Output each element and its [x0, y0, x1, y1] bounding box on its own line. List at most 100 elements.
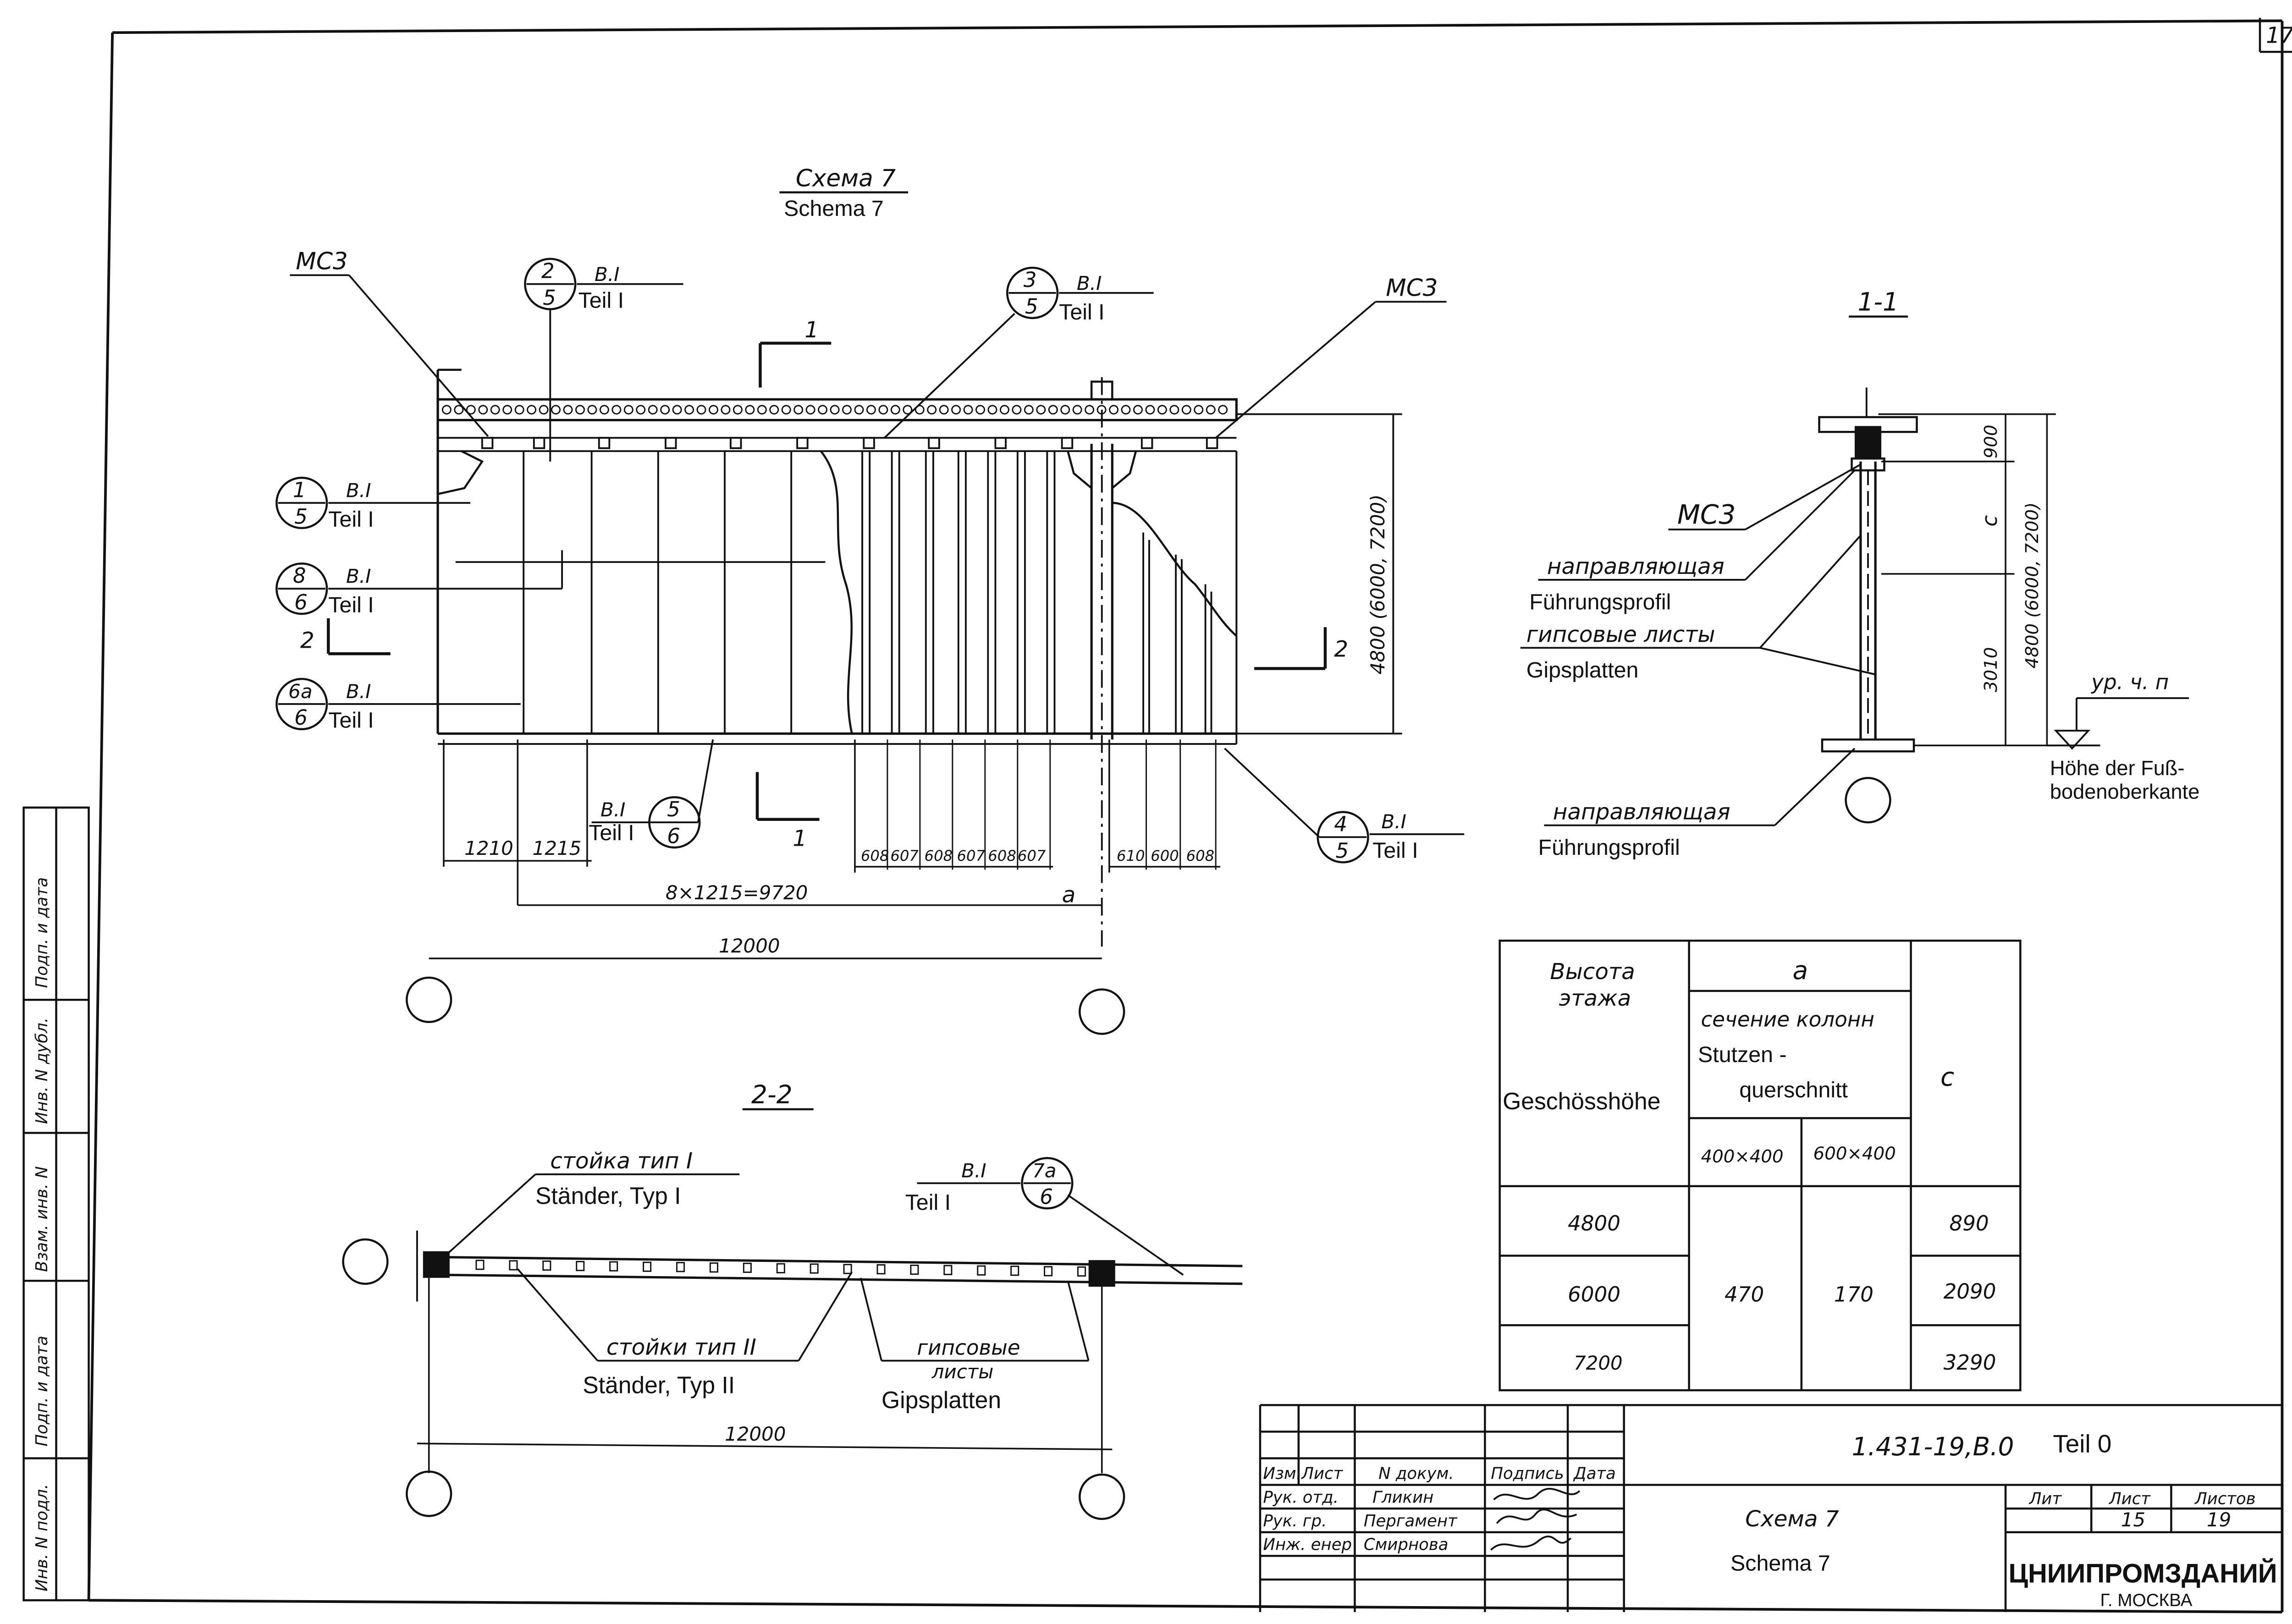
table-row-1-h: 4800	[1568, 1211, 1620, 1236]
dim-900: 900	[1981, 424, 2001, 458]
section-1-1-title: 1-1	[1857, 287, 1899, 317]
slab-core	[1048, 405, 1058, 415]
tb-lit-label: Лит	[2028, 1489, 2062, 1508]
slab-core	[733, 405, 743, 415]
slab-core	[1012, 405, 1022, 415]
callout-8-ref: В.I	[346, 565, 371, 587]
callout-6a-ref: В.I	[346, 680, 371, 703]
plan-stud	[943, 1265, 953, 1275]
slab-core	[612, 405, 622, 415]
gyps-de: Gipsplatten	[882, 1387, 1001, 1413]
height-table: Высота этажа Geschösshöhe а сечение коло…	[1499, 939, 2022, 1392]
slab-core	[1181, 405, 1191, 415]
callout-8-teil: Teil I	[328, 593, 374, 617]
table-a-400: 470	[1725, 1282, 1764, 1306]
slab-core	[672, 405, 682, 415]
tb-role-3: Инж. енер	[1263, 1536, 1352, 1554]
section-mark-1-top: 1	[804, 317, 819, 343]
level-ru: ур. ч. п	[2090, 670, 2169, 694]
callout-2-ref: В.I	[595, 263, 619, 286]
plan-stud	[643, 1261, 652, 1272]
slab-core	[1036, 405, 1046, 415]
callout-3-top: 3	[1024, 268, 1037, 292]
tb-name-3: Смирнова	[1364, 1536, 1449, 1554]
plan-dim-total: 12000	[725, 1423, 786, 1445]
callout-4-top: 4	[1334, 812, 1347, 836]
slab-core	[514, 405, 524, 415]
slab-core	[745, 405, 755, 415]
section-1-1: 1-1 МС3 направляющая Führungsprofil гипс…	[1520, 287, 2199, 860]
side-stamp-inv-podl: Инв. N подл.	[33, 1484, 51, 1591]
mark-mc3-right: МС3	[1386, 274, 1438, 302]
level-de-2: bodenoberkante	[2050, 780, 2199, 803]
plan-callout-ref: В.I	[961, 1159, 986, 1182]
plan-stud	[876, 1264, 886, 1275]
slab-core	[441, 405, 452, 415]
slab-core	[490, 405, 500, 415]
doc-code: 1.431-19,В.0	[1852, 1432, 2014, 1461]
tb-sheet-no: 15	[2121, 1508, 2145, 1531]
gyps-ru-1: гипсовые	[917, 1336, 1020, 1360]
elevation-callouts: МС3 2 5 В.I Teil I 3 5 В.I Teil I МС3 1 …	[275, 248, 1465, 864]
schema-title-ru: Схема 7	[796, 165, 896, 193]
plan-axis-left	[342, 1238, 389, 1285]
slab-core	[587, 405, 597, 415]
table-row-2-c: 2090	[1944, 1279, 1996, 1304]
tb-sheets-total: 19	[2207, 1508, 2231, 1531]
slab-core	[1060, 405, 1070, 415]
slab-core	[575, 405, 585, 415]
table-col1-ru-2: этажа	[1559, 985, 1631, 1011]
slab-core	[987, 405, 997, 415]
slab-core	[1157, 405, 1167, 415]
dim-stud-4: 607	[957, 847, 986, 864]
dim-c-section: с	[1978, 515, 2002, 527]
callout-3-ref: В.I	[1077, 272, 1102, 295]
table-sub-400: 400×400	[1701, 1146, 1783, 1167]
slab-core	[623, 405, 634, 415]
elevation-dimensions: 1210 1215 8×1215=9720 а 12000 608 607 60…	[406, 739, 1220, 1035]
plan-stud	[776, 1263, 785, 1274]
callout-3-teil: Teil I	[1059, 300, 1104, 325]
stand1-de: Ständer, Typ I	[535, 1183, 681, 1209]
grid-axis-left	[406, 976, 452, 1023]
section-2-2: 2-2 12000 стойка тип I Ständer, Typ I В.…	[342, 1080, 1243, 1520]
side-stamp-vzam-inv: Взам. инв. N	[33, 1166, 51, 1272]
table-col-c: с	[1940, 1062, 1954, 1091]
slab-hollow-cores	[441, 405, 1228, 415]
tb-name-1: Гликин	[1372, 1488, 1433, 1507]
section-1-1-mc3: МС3	[1677, 499, 1736, 530]
slab-core	[915, 405, 925, 415]
slab-core	[1109, 405, 1119, 415]
slab-core	[975, 405, 986, 415]
slab-core	[708, 405, 718, 415]
side-stamp-podp-data-1: Подп. и дата	[33, 1336, 51, 1447]
tb-head-date: Дата	[1573, 1464, 1616, 1483]
sheet-frame: 17	[87, 17, 2292, 1613]
dim-height-section: 4800 (6000, 7200)	[2022, 502, 2043, 669]
side-stamp-podp-data-2: Подп. и дата	[33, 877, 51, 988]
plan-stud	[509, 1260, 518, 1271]
callout-4-teil: Teil I	[1372, 838, 1418, 863]
slab-core	[854, 405, 864, 415]
plan-stud	[576, 1261, 585, 1272]
slab-core	[793, 405, 804, 415]
slab-core	[866, 405, 876, 415]
plan-stud	[1077, 1266, 1086, 1277]
slab-core	[890, 405, 900, 415]
plan-stud	[843, 1264, 852, 1274]
side-stamp	[22, 806, 90, 1602]
slab-core	[781, 405, 791, 415]
slab-core	[1206, 405, 1216, 415]
section-1-1-guide-de: Führungsprofil	[1529, 589, 1671, 614]
callout-1-teil: Teil I	[328, 507, 374, 532]
dim-stud-1: 608	[861, 847, 889, 864]
plan-callout-top: 7а	[1032, 1159, 1056, 1182]
callout-4-ref: В.I	[1382, 810, 1406, 833]
table-row-3-c: 3290	[1944, 1350, 1996, 1375]
stand1-ru: стойка тип I	[550, 1148, 693, 1174]
tb-head-izm: Изм.	[1263, 1464, 1301, 1483]
slab-core	[999, 405, 1009, 415]
schema-title-de: Schema 7	[784, 196, 884, 221]
callout-1-bottom: 5	[294, 504, 308, 528]
